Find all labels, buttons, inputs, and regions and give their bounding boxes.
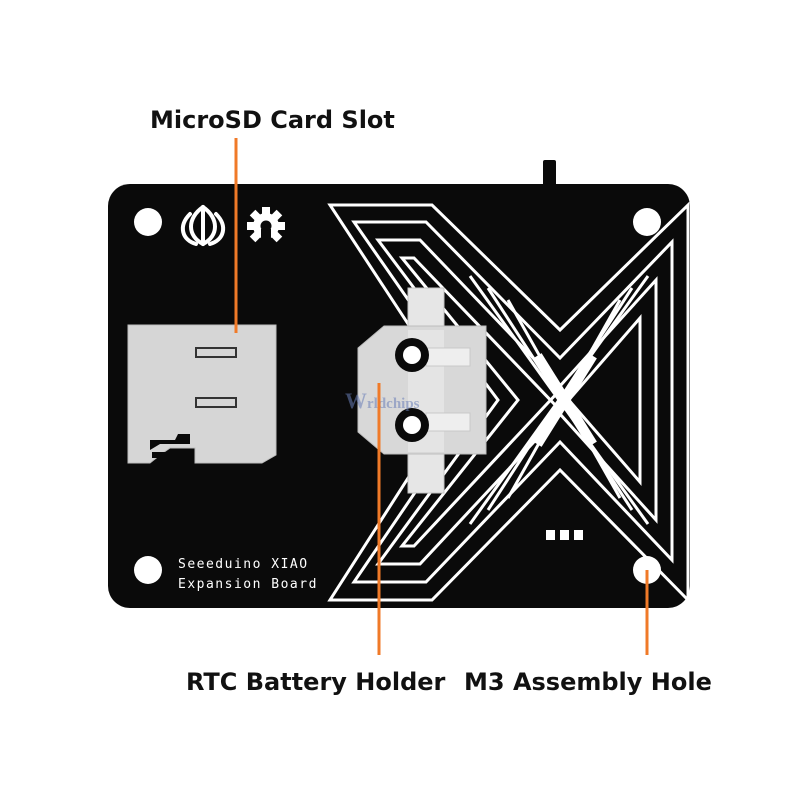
- leader-lines: [234, 138, 649, 655]
- microsd-slot-label: MicroSD Card Slot: [150, 106, 395, 134]
- hole-icon: [633, 208, 661, 236]
- rtc-battery-holder-label: RTC Battery Holder: [186, 668, 446, 696]
- board-name-line1: Seeeduino XIAO: [178, 557, 309, 572]
- m3-assembly-hole-label: M3 Assembly Hole: [464, 668, 712, 696]
- rtc-battery-holder: [357, 287, 487, 494]
- board-name-line2: Expansion Board: [178, 577, 318, 592]
- hole-icon: [134, 208, 162, 236]
- seeed-logo-icon: [180, 205, 226, 246]
- hole-icon: [134, 556, 162, 584]
- microsd-card-slot: [127, 324, 277, 464]
- x-center-icon: [533, 353, 597, 447]
- open-source-hardware-gear-icon: [247, 207, 285, 243]
- power-switch: [543, 160, 556, 188]
- smd-pads: [546, 530, 583, 540]
